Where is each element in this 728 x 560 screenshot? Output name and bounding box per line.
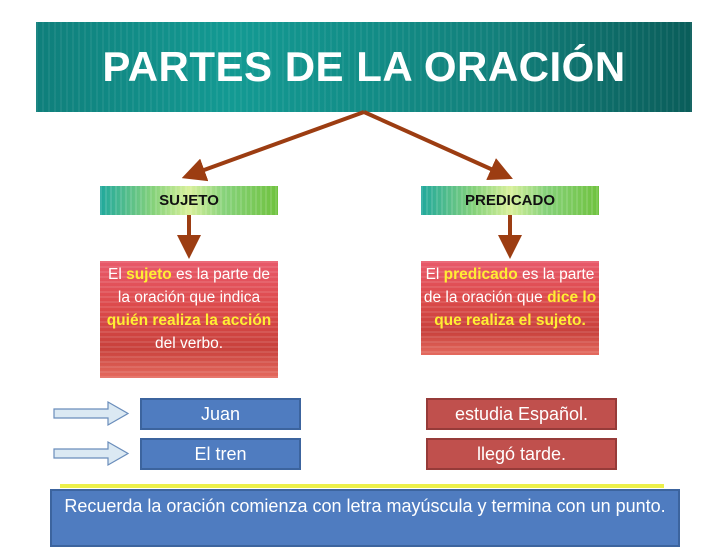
- title-to-predicate-arrow: [363, 110, 513, 181]
- highlight-term: predicado: [443, 266, 518, 283]
- example-1-arrow-icon: [53, 400, 130, 427]
- highlight-phrase: quién realiza la acción: [106, 312, 272, 329]
- example-2-predicate: llegó tarde.: [426, 438, 617, 470]
- subject-definition: El sujeto es la parte de la oración que …: [100, 261, 278, 378]
- predicate-definition: El predicado es la parte de la oración q…: [421, 261, 599, 355]
- highlight-term: sujeto: [126, 266, 172, 283]
- highlight-phrase: dice lo que realiza el sujeto.: [434, 289, 597, 329]
- title-banner: PARTES DE LA ORACIÓN: [36, 22, 692, 112]
- reminder-note: Recuerda la oración comienza con letra m…: [50, 489, 680, 547]
- subject-label-box: SUJETO: [100, 186, 278, 215]
- example-1-predicate: estudia Español.: [426, 398, 617, 430]
- example-2-arrow-icon: [53, 440, 130, 467]
- predicate-label-box: PREDICADO: [421, 186, 599, 215]
- page-title: PARTES DE LA ORACIÓN: [102, 43, 626, 90]
- title-to-subject-arrow: [181, 110, 365, 182]
- example-1-subject: Juan: [140, 398, 301, 430]
- subject-label: SUJETO: [159, 192, 219, 209]
- divider-line: [60, 484, 664, 488]
- predicate-label: PREDICADO: [464, 192, 555, 209]
- example-2-subject: El tren: [140, 438, 301, 470]
